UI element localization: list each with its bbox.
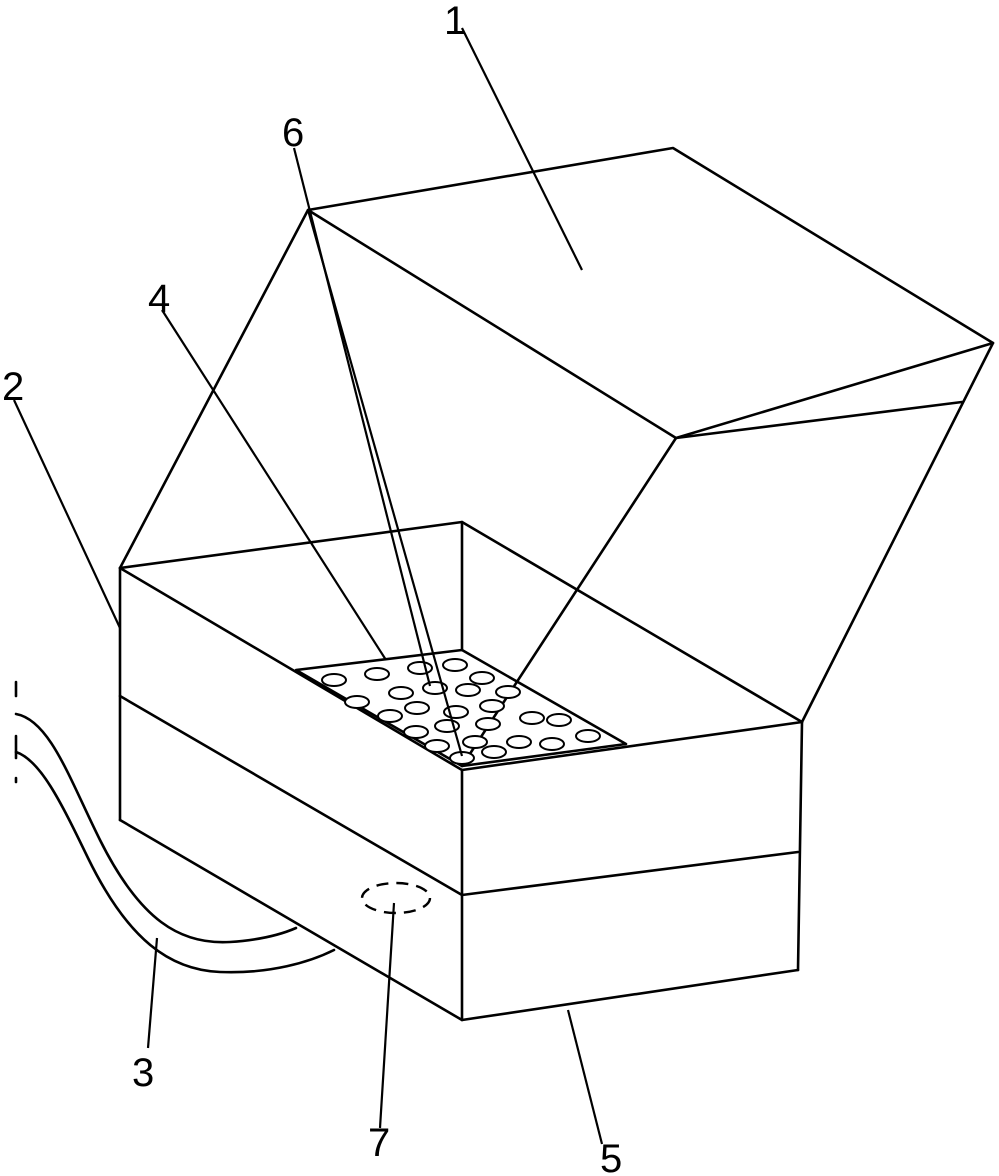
hopper-inner-fold	[674, 400, 964, 440]
hopper-right-edge	[800, 341, 995, 724]
leader-2	[13, 399, 121, 629]
box-division-line	[118, 694, 800, 897]
hopper-top-face	[306, 146, 995, 440]
plate-hole	[495, 685, 521, 699]
hose-lower-wall	[14, 750, 336, 974]
plate-hole	[519, 711, 545, 725]
leader-1	[461, 27, 583, 271]
drain-outlet-hidden	[360, 881, 432, 915]
label-part-3: 3	[132, 1051, 154, 1095]
box-right-vertical	[796, 720, 804, 972]
plate-hole	[364, 667, 390, 681]
plate-hole	[403, 725, 429, 739]
label-part-4: 4	[148, 277, 170, 321]
label-part-6: 6	[282, 111, 304, 155]
lower-box-bottom-edge	[118, 818, 800, 1022]
plate-hole	[546, 713, 572, 727]
hopper-left-edge	[118, 208, 310, 570]
label-part-7: 7	[368, 1121, 390, 1165]
plate-hole	[539, 737, 565, 751]
plate-hole	[481, 745, 507, 759]
plate-hole	[377, 709, 403, 723]
plate-hole	[479, 699, 505, 713]
perforated-plate	[294, 648, 628, 768]
plate-hole	[407, 661, 433, 675]
lower-box	[118, 818, 800, 1022]
perforated-plate-holes	[321, 658, 601, 765]
leader-4	[161, 309, 387, 661]
hose-upper-wall	[14, 712, 298, 944]
plate-hole	[388, 686, 414, 700]
plate-hole	[424, 739, 450, 753]
leader-5	[566, 1009, 604, 1145]
hose	[14, 680, 336, 974]
plate-hole	[455, 683, 481, 697]
part-labels: 1 2 3 4 5 6 7	[2, 0, 622, 1176]
plate-hole	[442, 658, 468, 672]
plate-hole	[575, 729, 601, 743]
hopper-cover	[118, 146, 995, 768]
leader-7	[378, 902, 396, 1129]
upper-box	[118, 520, 804, 1022]
label-part-2: 2	[2, 365, 24, 409]
plate-hole	[321, 673, 347, 687]
label-part-1: 1	[444, 0, 466, 43]
label-part-5: 5	[600, 1137, 622, 1176]
plate-hole	[404, 701, 430, 715]
plate-hole	[469, 671, 495, 685]
plate-hole	[475, 717, 501, 731]
plate-hole	[344, 695, 370, 709]
leader-6b	[306, 209, 464, 757]
leader-lines	[13, 27, 604, 1145]
plate-hole	[506, 735, 532, 749]
plate-hole	[462, 735, 488, 749]
leader-3	[146, 937, 159, 1049]
